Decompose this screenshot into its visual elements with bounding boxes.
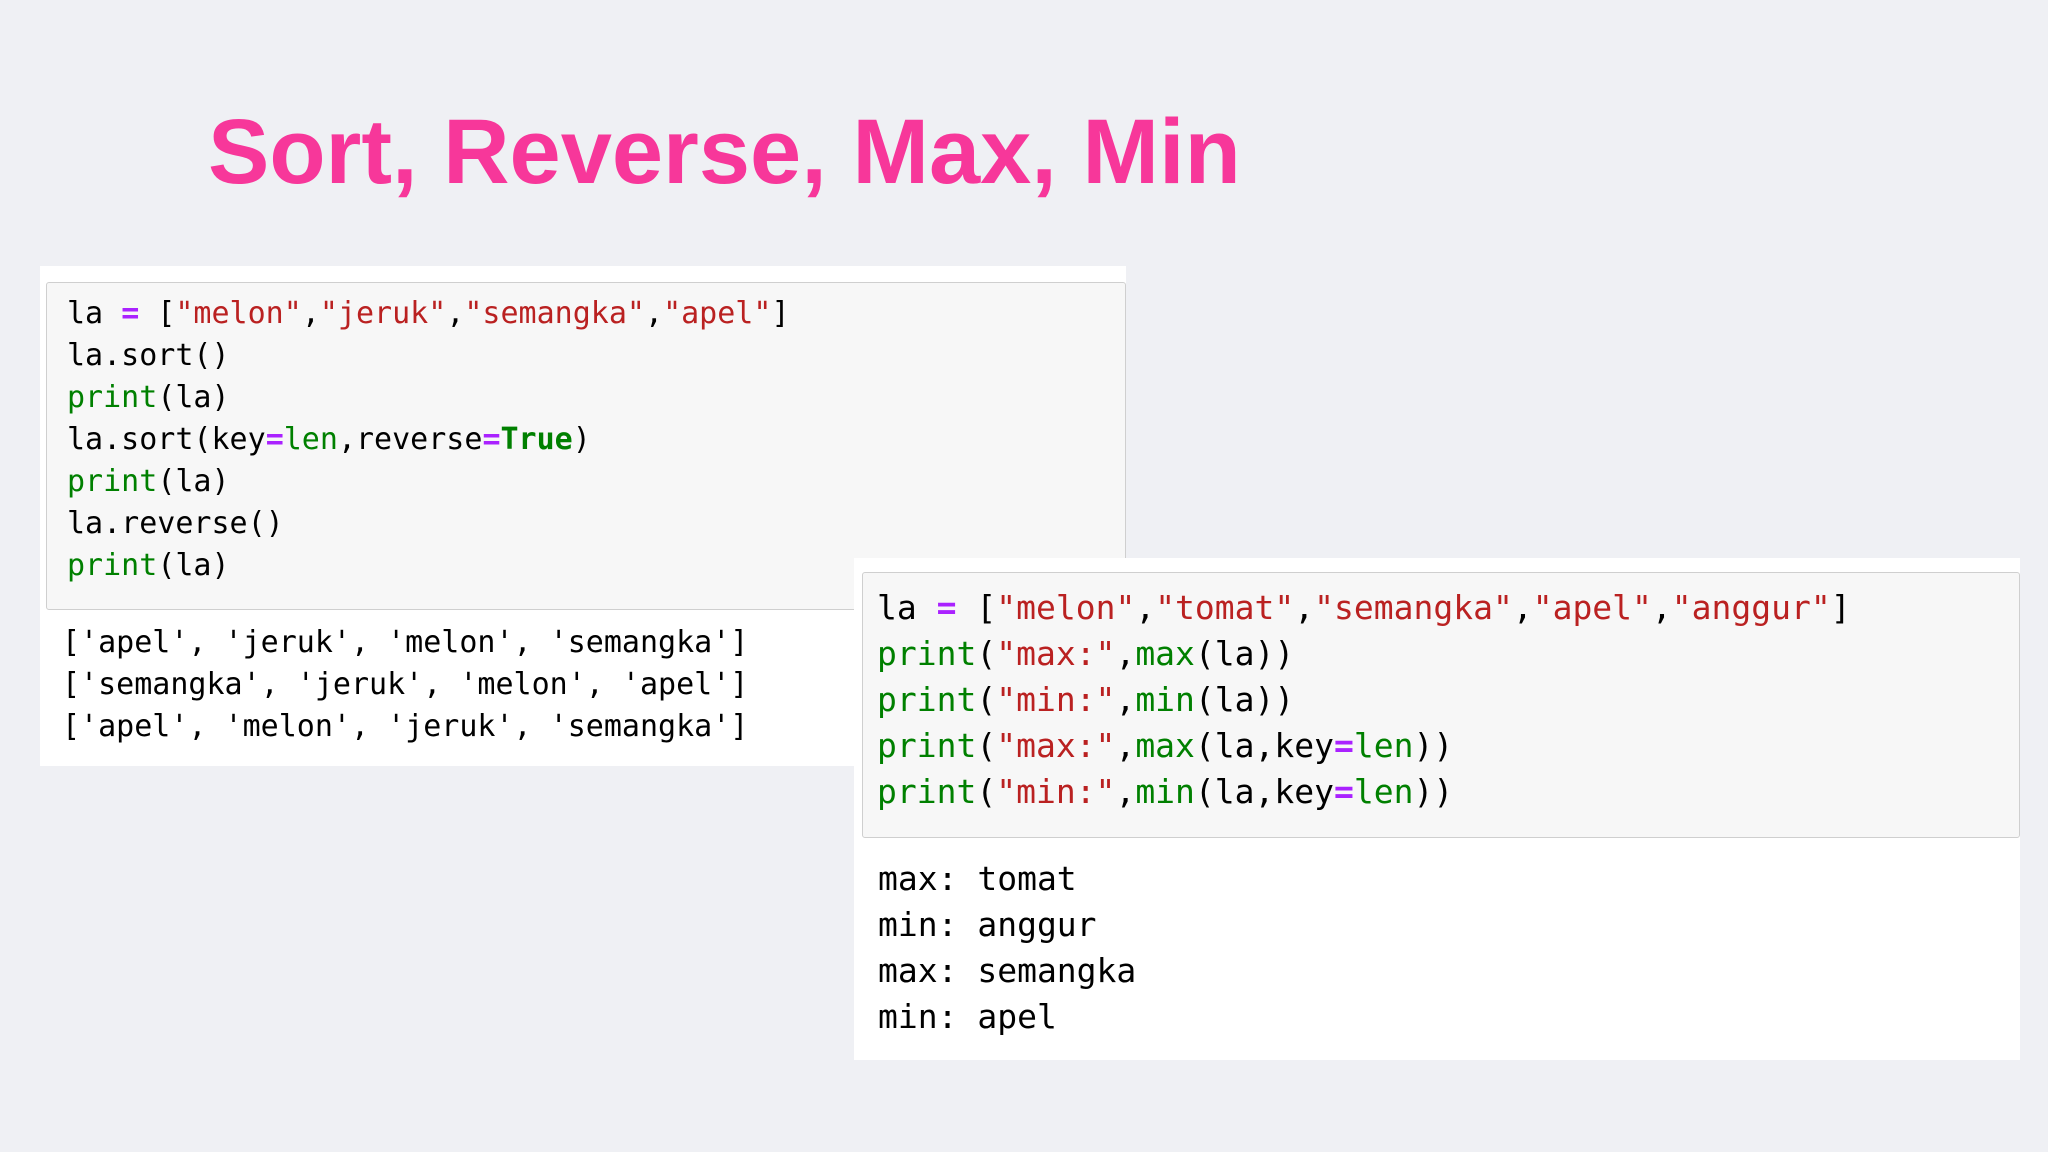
code-token: ,	[1115, 634, 1136, 673]
code-line: la.reverse()	[67, 506, 284, 541]
code-token: (la))	[1194, 680, 1295, 719]
code-line: print(la)	[67, 464, 230, 499]
code-editor[interactable]: la = ["melon","jeruk","semangka","apel"]…	[67, 293, 790, 587]
code-token: (	[976, 726, 997, 765]
code-token: (	[976, 680, 997, 719]
code-token: ,	[645, 296, 664, 331]
code-token: ,	[1651, 588, 1672, 627]
operator-token: =	[1334, 726, 1354, 765]
code-token: (	[976, 634, 997, 673]
code-line: la.sort(key=len,reverse=True)	[67, 422, 591, 457]
code-line: print("min:",min(la,key=len))	[877, 772, 1453, 811]
string-token: "min:"	[996, 680, 1116, 719]
code-line: print("max:",max(la))	[877, 634, 1294, 673]
code-line: print(la)	[67, 380, 230, 415]
string-token: "semangka"	[1314, 588, 1513, 627]
string-token: "min:"	[996, 772, 1116, 811]
max-min-notebook-cell: la = ["melon","tomat","semangka","apel",…	[854, 558, 2020, 1060]
output-line: ['apel', 'jeruk', 'melon', 'semangka']	[62, 625, 749, 660]
string-token: "jeruk"	[319, 296, 447, 331]
cell-output: ['apel', 'jeruk', 'melon', 'semangka'] […	[62, 622, 748, 748]
builtin-token: max	[1135, 634, 1195, 673]
builtin-token: len	[283, 422, 338, 457]
code-token: (la)	[157, 380, 230, 415]
code-token: la.reverse()	[67, 506, 284, 541]
code-token: la	[67, 296, 122, 331]
code-token: (	[976, 772, 997, 811]
code-token: ))	[1413, 772, 1454, 811]
code-token: ]	[1830, 588, 1851, 627]
slide-title: Sort, Reverse, Max, Min	[208, 101, 1241, 203]
code-token: (la))	[1194, 634, 1295, 673]
operator-token: =	[121, 296, 140, 331]
output-line: min: apel	[878, 997, 1057, 1036]
code-token: [	[956, 588, 997, 627]
output-line: max: tomat	[878, 859, 1077, 898]
code-token: (la)	[157, 464, 230, 499]
code-line: la = ["melon","tomat","semangka","apel",…	[877, 588, 1851, 627]
builtin-token: print	[877, 772, 977, 811]
builtin-token: max	[1135, 726, 1195, 765]
builtin-token: print	[877, 726, 977, 765]
code-line: print("max:",max(la,key=len))	[877, 726, 1453, 765]
builtin-token: print	[877, 680, 977, 719]
code-token: ,	[1115, 772, 1136, 811]
keyword-token: True	[500, 422, 573, 457]
builtin-token: print	[67, 464, 158, 499]
code-line: la.sort()	[67, 338, 230, 373]
operator-token: =	[936, 588, 957, 627]
output-line: ['semangka', 'jeruk', 'melon', 'apel']	[62, 667, 749, 702]
code-token: la	[877, 588, 937, 627]
code-token: la.sort()	[67, 338, 230, 373]
string-token: "max:"	[996, 726, 1116, 765]
code-token: ]	[771, 296, 790, 331]
output-line: ['apel', 'melon', 'jeruk', 'semangka']	[62, 709, 749, 744]
code-token: ,reverse	[337, 422, 483, 457]
sort-reverse-notebook-cell: la = ["melon","jeruk","semangka","apel"]…	[40, 266, 1126, 766]
operator-token: =	[1334, 772, 1354, 811]
builtin-token: print	[67, 548, 158, 583]
builtin-token: len	[1353, 772, 1414, 811]
code-input-cell[interactable]: la = ["melon","jeruk","semangka","apel"]…	[46, 282, 1126, 610]
code-token: )	[572, 422, 591, 457]
string-token: "apel"	[663, 296, 772, 331]
string-token: "apel"	[1532, 588, 1652, 627]
code-token: ,	[1115, 680, 1136, 719]
string-token: "tomat"	[1155, 588, 1295, 627]
code-token: la.sort(key	[67, 422, 266, 457]
builtin-token: min	[1135, 680, 1195, 719]
code-token: ,	[1512, 588, 1533, 627]
code-token: ,	[1135, 588, 1156, 627]
code-input-cell[interactable]: la = ["melon","tomat","semangka","apel",…	[862, 572, 2020, 838]
operator-token: =	[482, 422, 501, 457]
builtin-token: len	[1353, 726, 1414, 765]
code-token: ,	[301, 296, 320, 331]
code-token: (la,key	[1194, 726, 1334, 765]
cell-output: max: tomat min: anggur max: semangka min…	[878, 856, 1136, 1040]
code-token: (la)	[157, 548, 230, 583]
builtin-token: print	[67, 380, 158, 415]
code-line: print(la)	[67, 548, 230, 583]
string-token: "anggur"	[1671, 588, 1831, 627]
string-token: "melon"	[996, 588, 1136, 627]
string-token: "max:"	[996, 634, 1116, 673]
code-token: [	[139, 296, 176, 331]
output-line: min: anggur	[878, 905, 1097, 944]
code-token: ,	[1115, 726, 1136, 765]
code-line: print("min:",min(la))	[877, 680, 1294, 719]
string-token: "semangka"	[464, 296, 645, 331]
code-editor[interactable]: la = ["melon","tomat","semangka","apel",…	[877, 585, 1851, 815]
builtin-token: print	[877, 634, 977, 673]
code-token: ,	[446, 296, 465, 331]
code-token: ,	[1294, 588, 1315, 627]
output-line: max: semangka	[878, 951, 1137, 990]
operator-token: =	[265, 422, 284, 457]
code-token: (la,key	[1194, 772, 1334, 811]
code-line: la = ["melon","jeruk","semangka","apel"]	[67, 296, 790, 331]
string-token: "melon"	[175, 296, 302, 331]
code-token: ))	[1413, 726, 1454, 765]
builtin-token: min	[1135, 772, 1195, 811]
